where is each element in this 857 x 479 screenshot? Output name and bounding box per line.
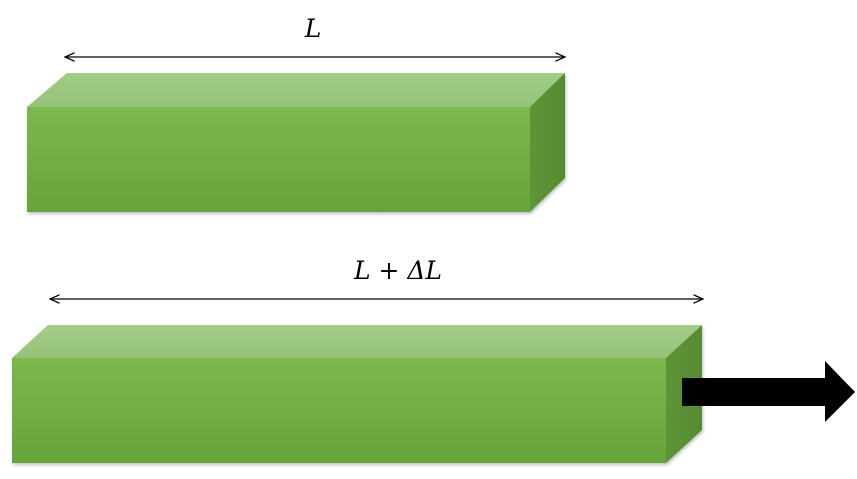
dimension-stretched-length: L + ΔL: [50, 256, 703, 299]
original-length-label: L: [304, 14, 322, 43]
original-bar-side-face: [530, 73, 565, 212]
stretched-bar-front-face: [12, 358, 666, 463]
dimension-original-length: L: [65, 14, 565, 57]
stretched-bar: [12, 325, 702, 463]
right-arrow-icon: [682, 361, 855, 422]
original-bar-front-face: [27, 107, 530, 212]
stretched-bar-top-face: [12, 325, 702, 358]
original-bar-top-face: [27, 73, 565, 107]
original-bar: [27, 73, 565, 212]
stretched-length-label: L + ΔL: [353, 256, 442, 285]
